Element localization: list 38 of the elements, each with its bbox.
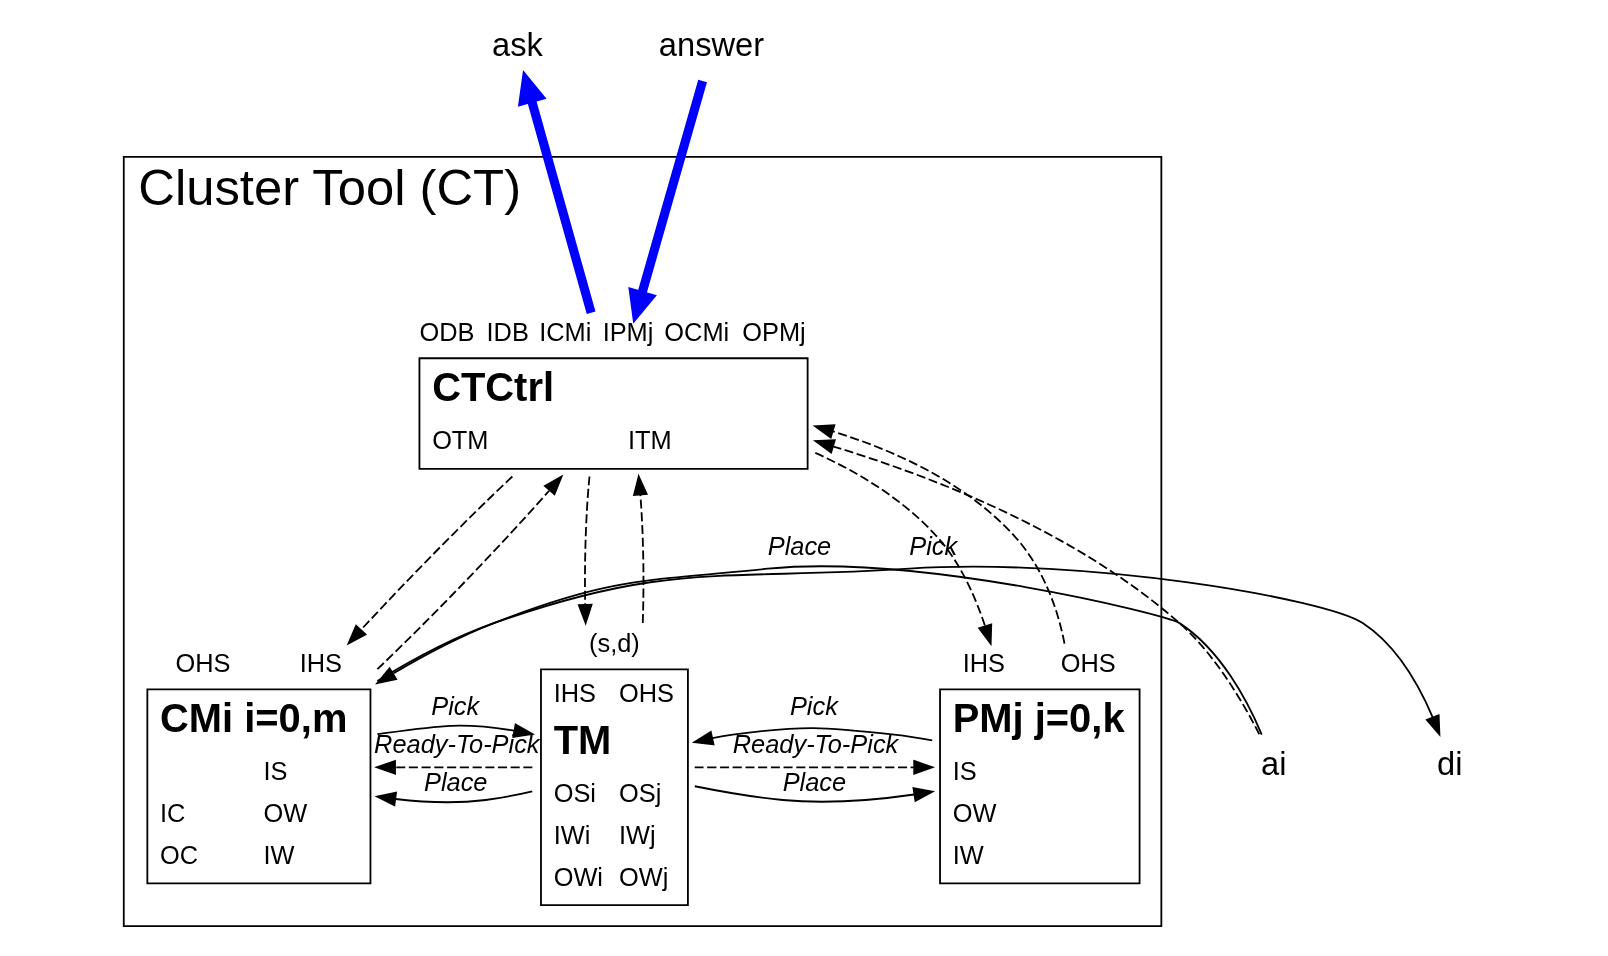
node-label: OPMj bbox=[742, 317, 806, 346]
edge-label: Place bbox=[767, 531, 832, 560]
arrow bbox=[376, 723, 535, 739]
node-label: IDB bbox=[486, 317, 529, 346]
arrow bbox=[812, 424, 1066, 645]
node-label: OHS bbox=[1060, 648, 1116, 677]
edge-label: Pick bbox=[431, 692, 480, 721]
node-label: IHS bbox=[962, 648, 1006, 677]
node-text: ai bbox=[1261, 745, 1287, 783]
node-text: answer bbox=[658, 26, 765, 64]
node-label: ICMi bbox=[539, 317, 592, 346]
arrow bbox=[691, 727, 934, 746]
node-label: ODB bbox=[419, 317, 475, 346]
arrow bbox=[374, 759, 534, 775]
arrow bbox=[376, 474, 564, 671]
edge-label: Place bbox=[423, 768, 488, 797]
node-label: (s,d) bbox=[589, 628, 640, 657]
arrow bbox=[517, 70, 596, 315]
arrow bbox=[812, 439, 1261, 736]
node-label: OCMi bbox=[664, 317, 730, 346]
arrow bbox=[346, 475, 514, 646]
node-text: ask bbox=[492, 26, 543, 64]
arrow bbox=[693, 759, 936, 775]
arrow bbox=[814, 452, 993, 647]
arrow bbox=[374, 790, 534, 807]
node-text: di bbox=[1437, 745, 1463, 783]
node-label: IHS bbox=[299, 648, 343, 677]
edge-label: Pick bbox=[909, 531, 958, 560]
edge-label: Ready-To-Pick bbox=[374, 730, 540, 759]
node-label: IPMj bbox=[602, 317, 654, 346]
arrow bbox=[577, 475, 593, 626]
arrow bbox=[628, 79, 707, 324]
edge-label: Ready-To-Pick bbox=[732, 730, 899, 759]
edge-label: Place bbox=[782, 768, 847, 797]
node-label: OHS bbox=[175, 648, 231, 677]
edge-label: Pick bbox=[789, 692, 838, 721]
arrow bbox=[693, 785, 936, 803]
arrow bbox=[632, 473, 648, 624]
